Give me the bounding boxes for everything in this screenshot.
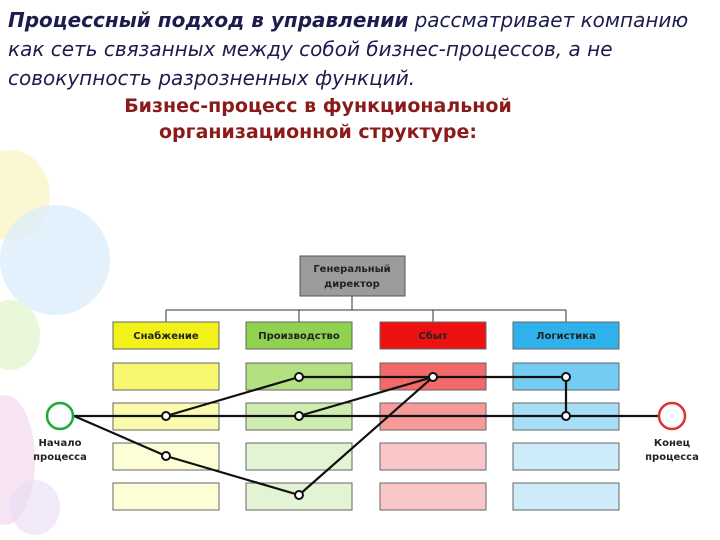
decoration-blob-lilac xyxy=(10,480,60,535)
department-label: Производство xyxy=(258,331,340,342)
intro-bold: Процессный подход в управлении xyxy=(8,8,409,32)
subtitle-line-1: Бизнес-процесс в функциональной xyxy=(124,95,512,117)
process-start-circle xyxy=(45,401,75,431)
decoration-blob-blue xyxy=(0,205,110,315)
process-flow xyxy=(73,375,658,497)
node xyxy=(161,451,171,461)
process-nodes xyxy=(161,372,571,500)
node xyxy=(161,411,171,421)
node xyxy=(294,411,304,421)
director-label-2: директор xyxy=(324,279,380,290)
department-label: Сбыт xyxy=(418,330,447,342)
node xyxy=(294,490,304,500)
heading-block: Процессный подход в управлении рассматри… xyxy=(8,6,714,145)
intro-rest: рассматривает компанию как сеть связанны… xyxy=(8,8,689,90)
node xyxy=(561,372,571,382)
end-label-2: процесса xyxy=(645,452,699,463)
subtitle-line-2: организационной структуре: xyxy=(158,121,478,143)
director-label-1: Генеральный xyxy=(313,264,390,275)
department-cell xyxy=(245,442,353,471)
department-columns: Снабжение Производство Сбыт Логистика xyxy=(112,321,620,511)
department-label: Снабжение xyxy=(133,330,199,342)
department-cell xyxy=(379,482,487,511)
department-cell xyxy=(512,442,620,471)
start-label-2: процесса xyxy=(33,452,87,463)
process-end-circle xyxy=(657,401,687,431)
org-connectors xyxy=(165,296,567,322)
department-cell xyxy=(512,482,620,511)
department-label: Логистика xyxy=(536,331,596,342)
node xyxy=(294,372,304,382)
department-header-box xyxy=(245,321,353,350)
department-header-box xyxy=(512,321,620,350)
department-cell xyxy=(379,442,487,471)
director-box xyxy=(299,255,406,297)
department-header-box xyxy=(112,321,220,350)
intro-paragraph: Процессный подход в управлении рассматри… xyxy=(8,6,714,93)
end-label-1: Конец xyxy=(654,438,690,449)
department-cell xyxy=(112,362,220,391)
node xyxy=(428,372,438,382)
department-cell xyxy=(112,482,220,511)
department-header-box xyxy=(379,321,487,350)
node xyxy=(561,411,571,421)
start-label-1: Начало xyxy=(39,438,82,449)
